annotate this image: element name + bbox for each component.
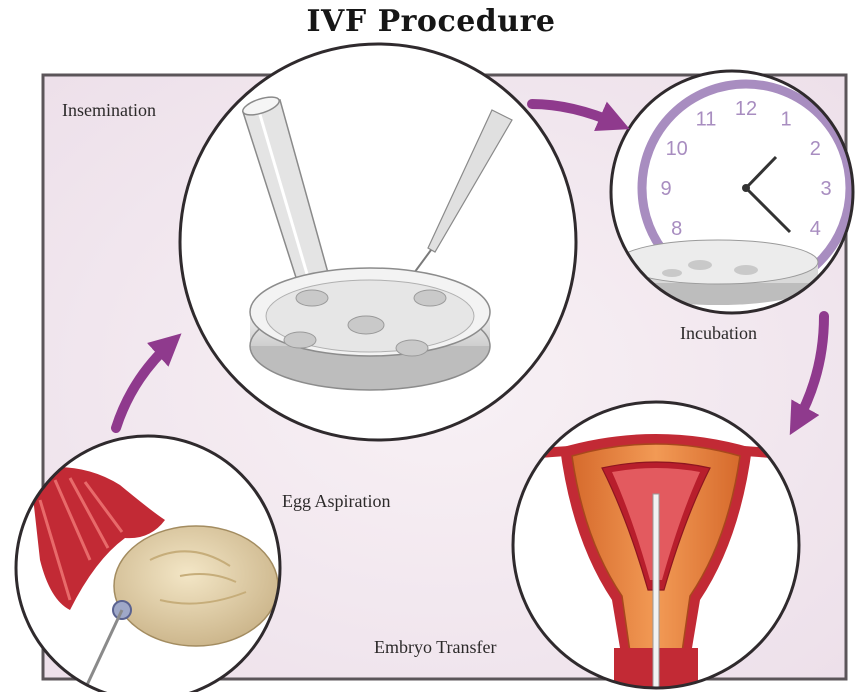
clock-numeral-9: 9 xyxy=(660,178,671,200)
embryo-transfer-illustration xyxy=(513,402,799,692)
clock-numeral-1: 1 xyxy=(780,109,791,131)
clock-numeral-4: 4 xyxy=(810,218,821,240)
incubation-illustration: 121234567891011 xyxy=(611,71,853,313)
insemination-illustration xyxy=(180,44,576,440)
clock-numeral-12: 12 xyxy=(735,98,757,120)
diagram-title: IVF Procedure xyxy=(0,4,862,39)
ovary xyxy=(113,526,278,646)
label-embryo-transfer: Embryo Transfer xyxy=(374,637,497,658)
label-insemination: Insemination xyxy=(62,100,156,121)
clock-numeral-10: 10 xyxy=(666,138,688,160)
label-incubation: Incubation xyxy=(680,323,757,344)
clock-numeral-11: 11 xyxy=(696,109,717,131)
egg-aspiration-illustration xyxy=(16,436,280,692)
clock-numeral-8: 8 xyxy=(671,218,682,240)
label-egg-aspiration: Egg Aspiration xyxy=(282,491,391,512)
clock-numeral-2: 2 xyxy=(810,138,821,160)
petri-dish xyxy=(250,268,490,390)
clock-numeral-3: 3 xyxy=(820,178,831,200)
